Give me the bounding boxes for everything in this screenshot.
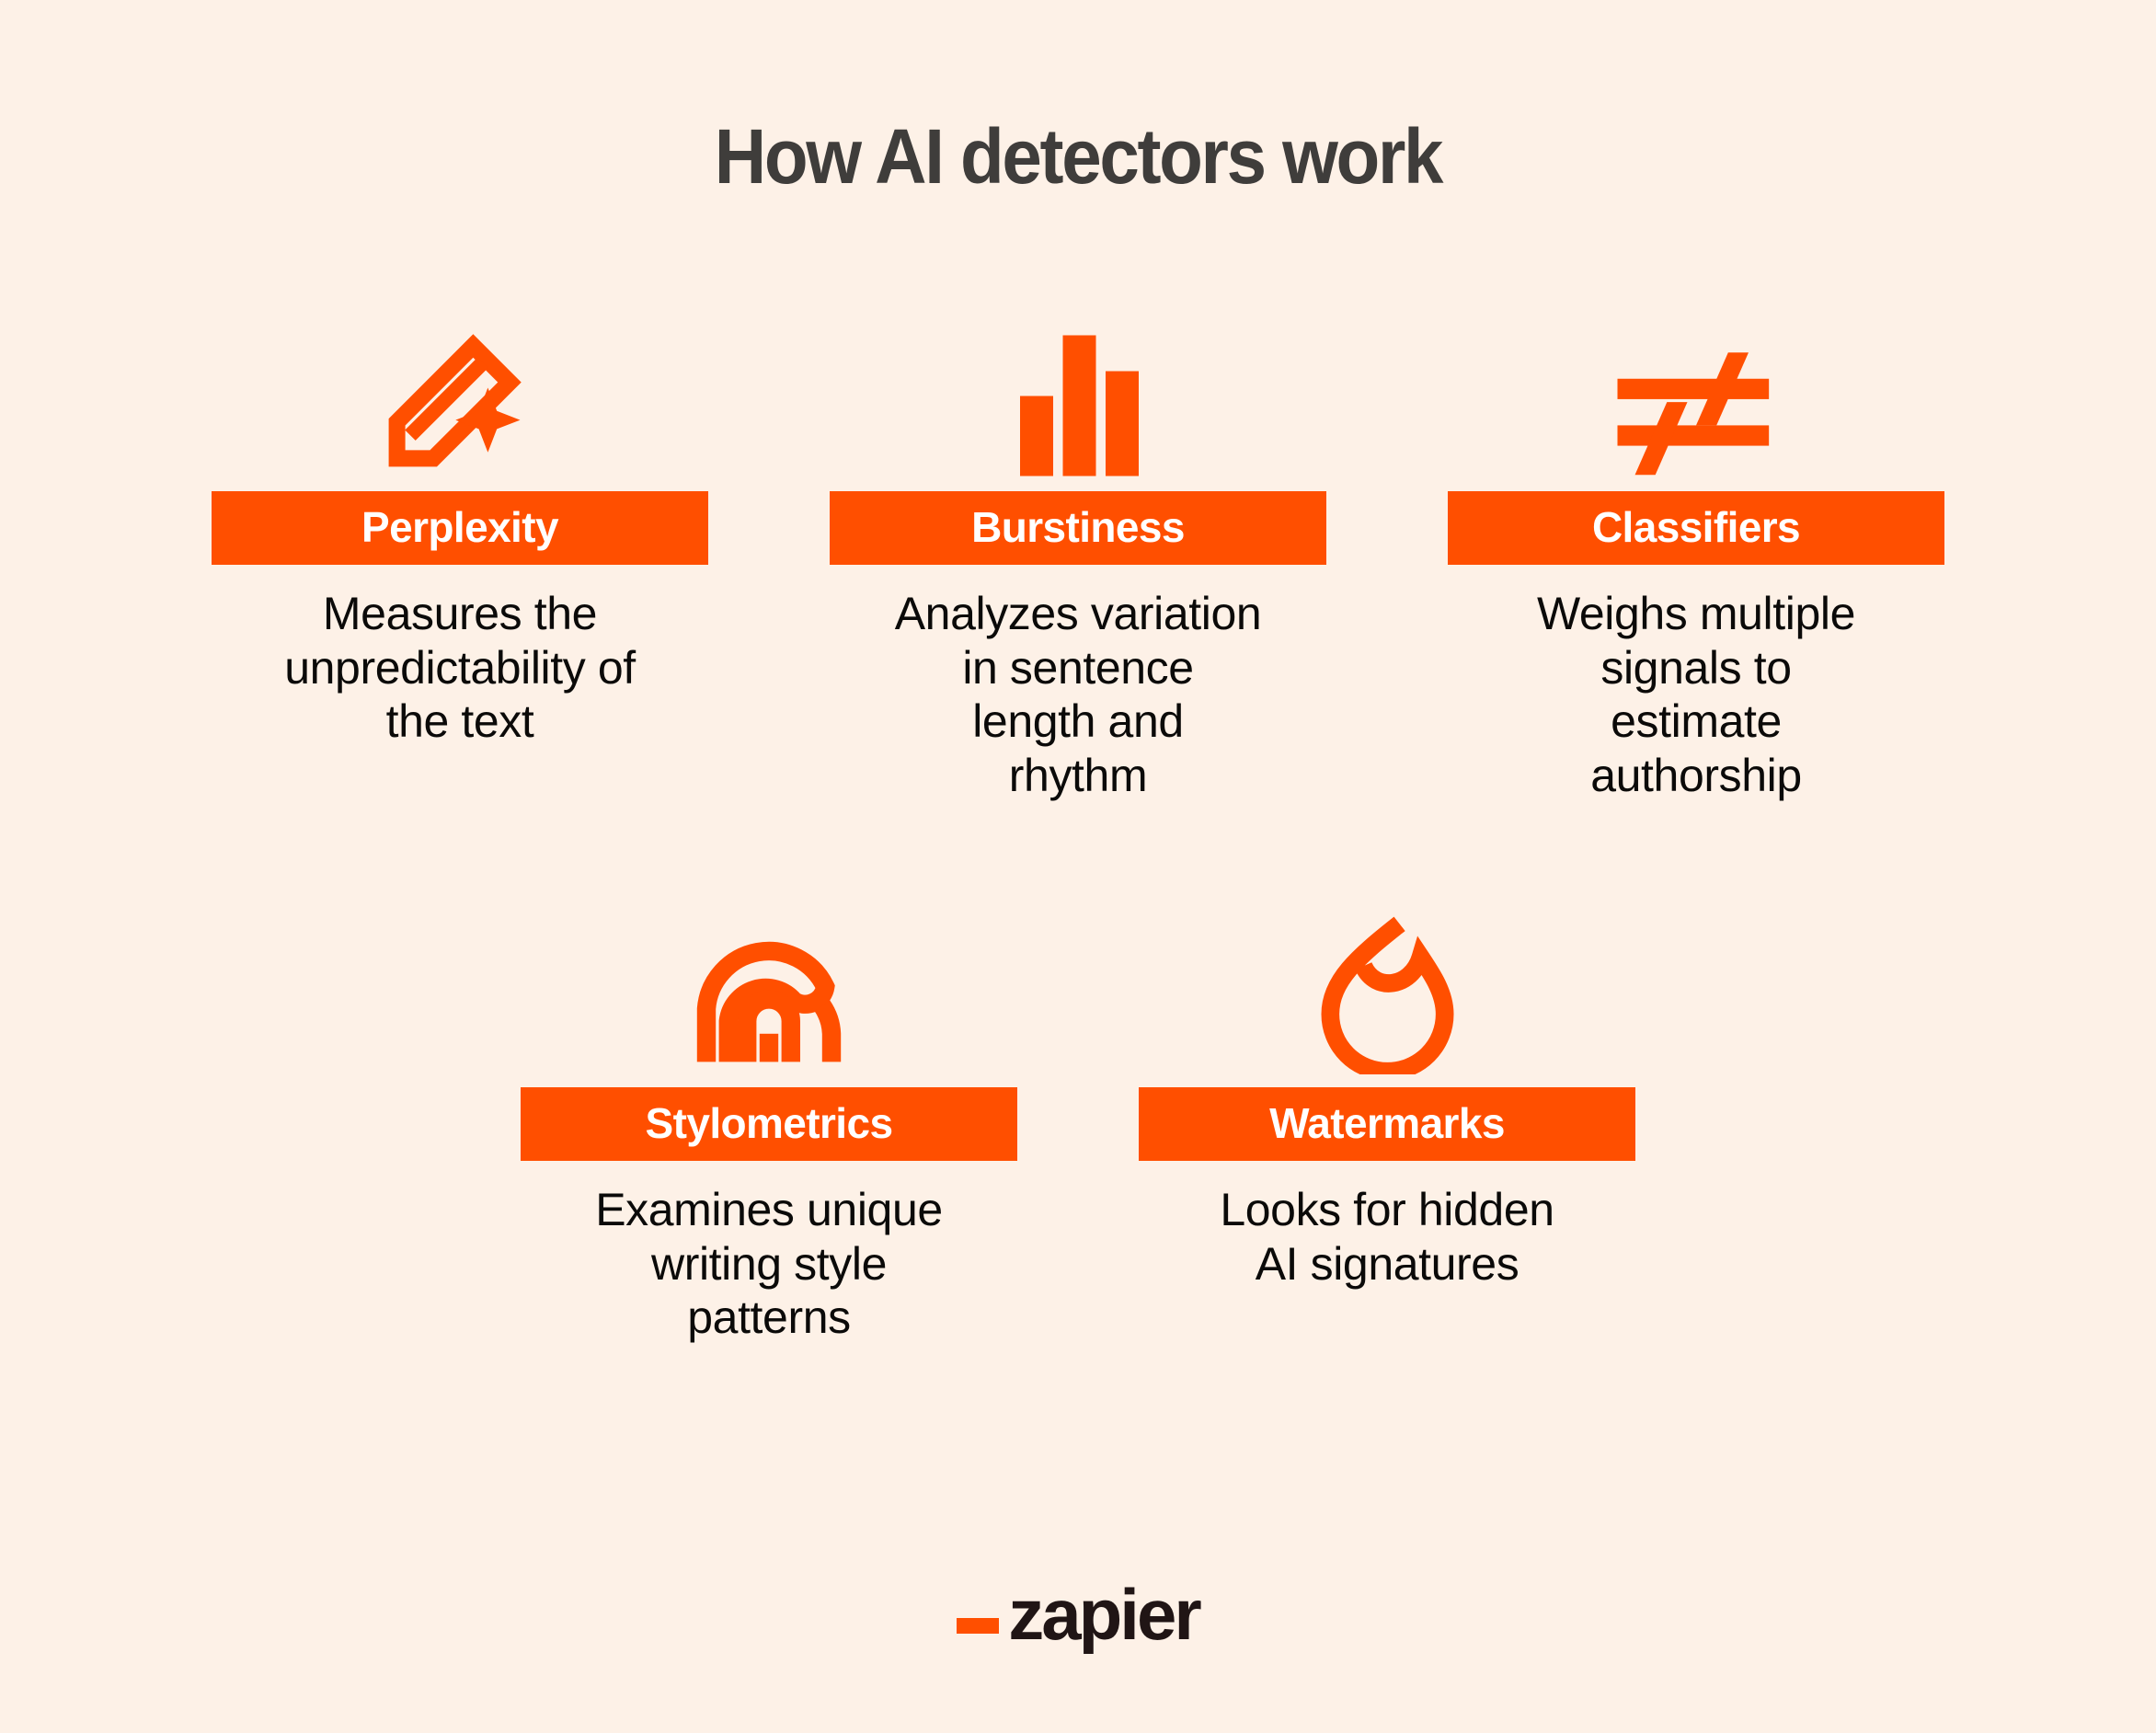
- zapier-wordmark: zapier: [1008, 1574, 1201, 1656]
- label-perplexity: Perplexity: [212, 491, 708, 565]
- desc-perplexity: Measures the unpredictability of the tex…: [284, 588, 636, 747]
- card-perplexity: Perplexity Measures the unpredictability…: [212, 304, 708, 802]
- fingerprint-icon: [691, 900, 847, 1074]
- water-drop-icon: [1312, 900, 1463, 1074]
- card-burstiness: Burstiness Analyzes variation in sentenc…: [830, 304, 1326, 802]
- label-burstiness: Burstiness: [830, 491, 1326, 565]
- label-stylometrics: Stylometrics: [521, 1087, 1017, 1161]
- card-watermarks: Watermarks Looks for hidden AI signature…: [1139, 900, 1635, 1345]
- label-classifiers: Classifiers: [1448, 491, 1944, 565]
- underscore-icon: [957, 1618, 1000, 1634]
- footer: zapier: [957, 1574, 1202, 1656]
- zapier-logo: zapier: [957, 1574, 1202, 1656]
- label-watermarks: Watermarks: [1139, 1087, 1635, 1161]
- desc-burstiness: Analyzes variation in sentence length an…: [894, 588, 1262, 801]
- desc-classifiers: Weighs multiple signals to estimate auth…: [1536, 588, 1855, 801]
- card-stylometrics: Stylometrics Examines unique writing sty…: [521, 900, 1017, 1345]
- desc-stylometrics: Examines unique writing style patterns: [595, 1184, 943, 1343]
- page-title: How AI detectors work: [714, 113, 1444, 200]
- sliders-icon: [1609, 304, 1783, 478]
- pencil-sparkle-icon: [377, 304, 543, 478]
- desc-watermarks: Looks for hidden AI signatures: [1220, 1184, 1554, 1290]
- card-classifiers: Classifiers Weighs multiple signals to e…: [1448, 304, 1944, 802]
- cards-row-bottom: Stylometrics Examines unique writing sty…: [0, 900, 2156, 1345]
- bar-chart-icon: [1009, 304, 1147, 478]
- cards-container: Perplexity Measures the unpredictability…: [0, 304, 2156, 1345]
- cards-row-top: Perplexity Measures the unpredictability…: [0, 304, 2156, 802]
